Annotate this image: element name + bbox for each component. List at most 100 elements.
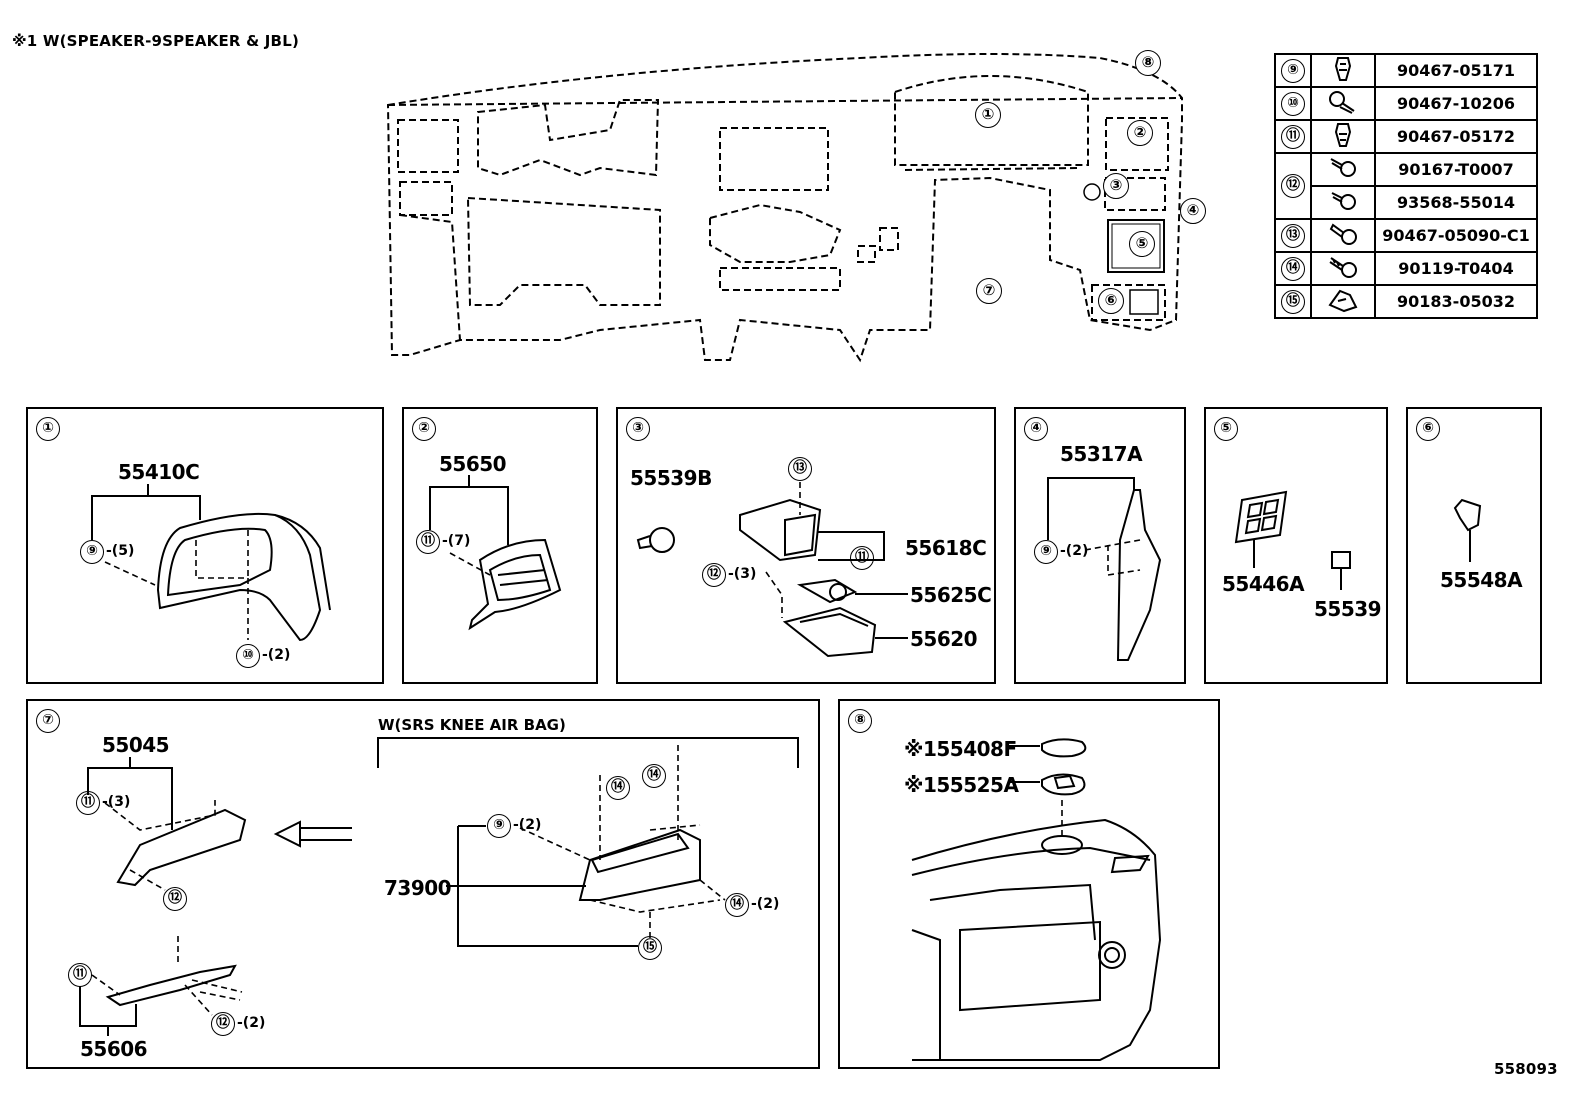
part-number: 55625C	[910, 583, 992, 607]
table-row: ⑪ 90467-05172	[1274, 119, 1538, 154]
table-row: 93568-55014	[1275, 185, 1538, 220]
panel-label: ⑧	[848, 709, 872, 733]
callout-ref: ⑨	[1034, 540, 1058, 564]
fastener-ref: ⑫	[1281, 174, 1305, 198]
callout-ref: ⑬	[788, 457, 812, 481]
callout-ref: ⑫	[211, 1012, 235, 1036]
panel-label: ④	[1024, 417, 1048, 441]
callout-ref: ⑭	[606, 776, 630, 800]
callout-qty: -(7)	[442, 533, 471, 549]
table-row: ⑭ 90119-T0404	[1274, 251, 1538, 286]
part-number: 55410C	[118, 460, 200, 484]
part-number: 55539B	[630, 466, 712, 490]
callout-qty: -(2)	[237, 1015, 266, 1031]
callout-ref: ⑨	[80, 540, 104, 564]
fastener-ref: ⑭	[1281, 256, 1305, 281]
bolt-icon	[1329, 256, 1357, 278]
part-number: 55446A	[1222, 572, 1305, 596]
fastener-part: 90467-05090-C1	[1374, 218, 1538, 253]
callout-ref: ⑫	[163, 887, 187, 911]
fastener-part: 93568-55014	[1374, 185, 1538, 220]
overview-callout-6: ⑥	[1098, 288, 1124, 314]
panel-8: ⑧	[838, 699, 1220, 1069]
fastener-part: 90467-10206	[1374, 86, 1538, 121]
panel-label: ①	[36, 417, 60, 441]
callout-qty: -(2)	[1060, 543, 1089, 559]
callout-ref: ⑫	[702, 563, 726, 587]
fastener-part: 90467-05172	[1374, 119, 1538, 154]
fastener-part: 90167-T0007	[1374, 152, 1538, 187]
panel-6: ⑥	[1406, 407, 1542, 684]
part-number: 55620	[910, 627, 978, 651]
table-row: ⑫ 90167-T0007	[1274, 152, 1538, 220]
part-number: 55045	[102, 733, 170, 757]
fastener-ref: ⑨	[1281, 58, 1305, 83]
panel-4: ④	[1014, 407, 1186, 684]
callout-ref: ⑩	[236, 644, 260, 668]
part-number: ※155525A	[904, 773, 1019, 797]
panel-label: ②	[412, 417, 436, 441]
condition-note: W(SRS KNEE AIR BAG)	[378, 716, 566, 734]
screw-icon	[1330, 157, 1356, 177]
callout-qty: -(3)	[728, 566, 757, 582]
part-number: 55539	[1314, 597, 1382, 621]
clip-icon	[1334, 122, 1352, 147]
overview-callout-3: ③	[1103, 173, 1129, 199]
part-number: 73900	[384, 876, 452, 900]
panel-label: ③	[626, 417, 650, 441]
panel-5: ⑤	[1204, 407, 1388, 684]
panel-label: ⑥	[1416, 417, 1440, 441]
callout-qty: -(5)	[106, 543, 135, 559]
nut-icon	[1328, 289, 1358, 312]
screw-icon	[1331, 191, 1356, 210]
figure-id: 558093	[1494, 1060, 1558, 1078]
panel-label: ⑦	[36, 709, 60, 733]
table-row: ⑮ 90183-05032	[1274, 284, 1538, 319]
callout-ref: ⑪	[416, 530, 440, 554]
overview-callout-5: ⑤	[1129, 231, 1155, 257]
panel-label: ⑤	[1214, 417, 1238, 441]
callout-ref: ⑪	[68, 963, 92, 987]
callout-qty: -(2)	[262, 647, 291, 663]
table-row: ⑨ 90467-05171	[1274, 53, 1538, 88]
part-number: 55618C	[905, 536, 987, 560]
callout-ref: ⑭	[642, 764, 666, 788]
overview-callout-8: ⑧	[1135, 50, 1161, 76]
fastener-ref: ⑬	[1281, 223, 1305, 248]
fastener-part: 90183-05032	[1374, 284, 1538, 319]
overview-callout-2: ②	[1127, 120, 1153, 146]
fastener-part: 90467-05171	[1374, 53, 1538, 88]
part-number: 55548A	[1440, 568, 1523, 592]
callout-ref: ⑭	[725, 893, 749, 917]
fastener-ref: ⑮	[1281, 289, 1305, 314]
clip-icon	[1334, 56, 1352, 81]
push-clip-icon	[1329, 90, 1355, 114]
overview-callout-7: ⑦	[976, 278, 1002, 304]
part-number: 55317A	[1060, 442, 1143, 466]
part-number: 55650	[439, 452, 507, 476]
part-number: 55606	[80, 1037, 148, 1061]
pin-clip-icon	[1329, 222, 1357, 245]
overview-callout-4: ④	[1180, 198, 1206, 224]
fastener-ref: ⑩	[1281, 91, 1305, 116]
fastener-ref: ⑪	[1281, 124, 1305, 149]
header-note: ※1 W(SPEAKER-9SPEAKER & JBL)	[12, 32, 300, 50]
part-number: ※155408F	[904, 737, 1017, 761]
panel-3: ③	[616, 407, 996, 684]
table-row: ⑩ 90467-10206	[1274, 86, 1538, 121]
table-row: ⑬ 90467-05090-C1	[1274, 218, 1538, 253]
callout-qty: -(2)	[513, 817, 542, 833]
panel-1: ①	[26, 407, 384, 684]
fastener-table: ⑨ 90467-05171 ⑩ 90467-10206 ⑪ 90467-0517…	[1274, 53, 1538, 319]
fastener-part: 90119-T0404	[1374, 251, 1538, 286]
callout-ref: ⑨	[487, 814, 511, 838]
